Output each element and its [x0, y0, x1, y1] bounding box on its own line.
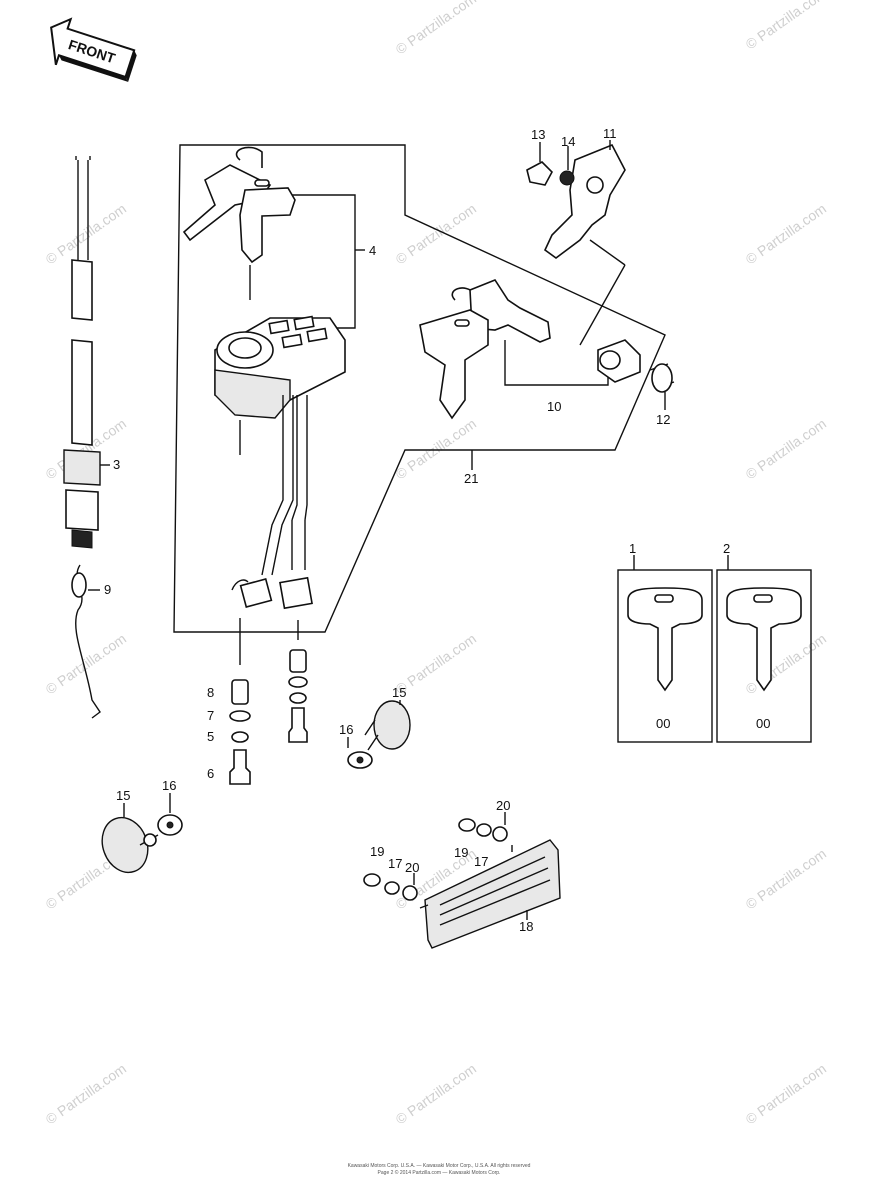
callout-15: 15 [116, 788, 130, 803]
callout-5: 5 [207, 729, 214, 744]
callout-19: 19 [454, 845, 468, 860]
callout-13: 13 [531, 127, 545, 142]
front-arrow-badge: FRONT [50, 17, 137, 82]
callout-20: 20 [405, 860, 419, 875]
callout-8: 8 [207, 685, 214, 700]
callout-6: 6 [207, 766, 214, 781]
fastener-stack-right [288, 649, 308, 743]
callout-17: 17 [388, 856, 402, 871]
callouts: 1 2 3 4 5 6 7 8 9 10 11 12 13 14 15 15 1… [104, 126, 730, 934]
assembly-outline [173, 144, 666, 633]
rear-reflector [419, 839, 561, 949]
callout-16: 16 [339, 722, 353, 737]
watermark: © Partzilla.com [43, 630, 129, 697]
key-box-2 [716, 569, 812, 743]
copyright-line-2: Page 2 © 2014 Partzilla.com — Kawasaki M… [377, 1170, 501, 1176]
watermark: © Partzilla.com [743, 0, 829, 52]
key-code-1: 00 [656, 716, 670, 731]
callout-1: 1 [629, 541, 636, 556]
leader-4 [290, 194, 356, 329]
blank-key-2 [726, 587, 802, 692]
callout-9: 9 [104, 582, 111, 597]
leader-10 [504, 340, 609, 386]
callout-14: 14 [561, 134, 575, 149]
watermark: © Partzilla.com [393, 0, 479, 57]
copyright-line-1: Kawasaki Motors Corp. U.S.A. — Kawasaki … [347, 1163, 531, 1169]
key-code-2: 00 [756, 716, 770, 731]
blank-key-1 [627, 587, 703, 692]
watermark: © Partzilla.com [43, 200, 129, 267]
watermark: © Partzilla.com [743, 845, 829, 912]
lock-spring [649, 363, 675, 393]
watermark: © Partzilla.com [743, 200, 829, 267]
lock-cylinder [597, 339, 641, 383]
callout-21: 21 [464, 471, 478, 486]
neutral-switch-cable [63, 156, 101, 719]
seat-lock-keys [419, 279, 551, 420]
ignition-keys [182, 146, 296, 264]
callout-19: 19 [370, 844, 384, 859]
reflector-fasteners [363, 818, 508, 901]
mounting-bracket [526, 143, 626, 259]
callout-7: 7 [207, 708, 214, 723]
callout-17: 17 [474, 854, 488, 869]
watermark: © Partzilla.com [743, 415, 829, 482]
callout-4: 4 [369, 243, 376, 258]
callout-11: 11 [603, 126, 617, 141]
callout-3: 3 [113, 457, 120, 472]
callout-18: 18 [519, 919, 533, 934]
watermark: © Partzilla.com [743, 630, 829, 697]
callout-20: 20 [496, 798, 510, 813]
leader-bracket [579, 264, 626, 346]
callout-15: 15 [392, 685, 406, 700]
switch-wiring [231, 395, 313, 610]
fastener-stack-left [229, 679, 251, 785]
callout-16: 16 [162, 778, 176, 793]
watermark: © Partzilla.com [43, 1060, 129, 1127]
reflector-left [101, 814, 183, 874]
callout-2: 2 [723, 541, 730, 556]
reflector-right [347, 700, 411, 769]
ignition-switch [214, 315, 346, 455]
callout-10: 10 [547, 399, 561, 414]
watermark-layer: © Partzilla.com © Partzilla.com © Partzi… [43, 0, 829, 1127]
watermark: © Partzilla.com [393, 1060, 479, 1127]
callout-12: 12 [656, 412, 670, 427]
watermark: © Partzilla.com [743, 1060, 829, 1127]
leader-bracket [589, 239, 626, 266]
key-box-1 [617, 569, 713, 743]
